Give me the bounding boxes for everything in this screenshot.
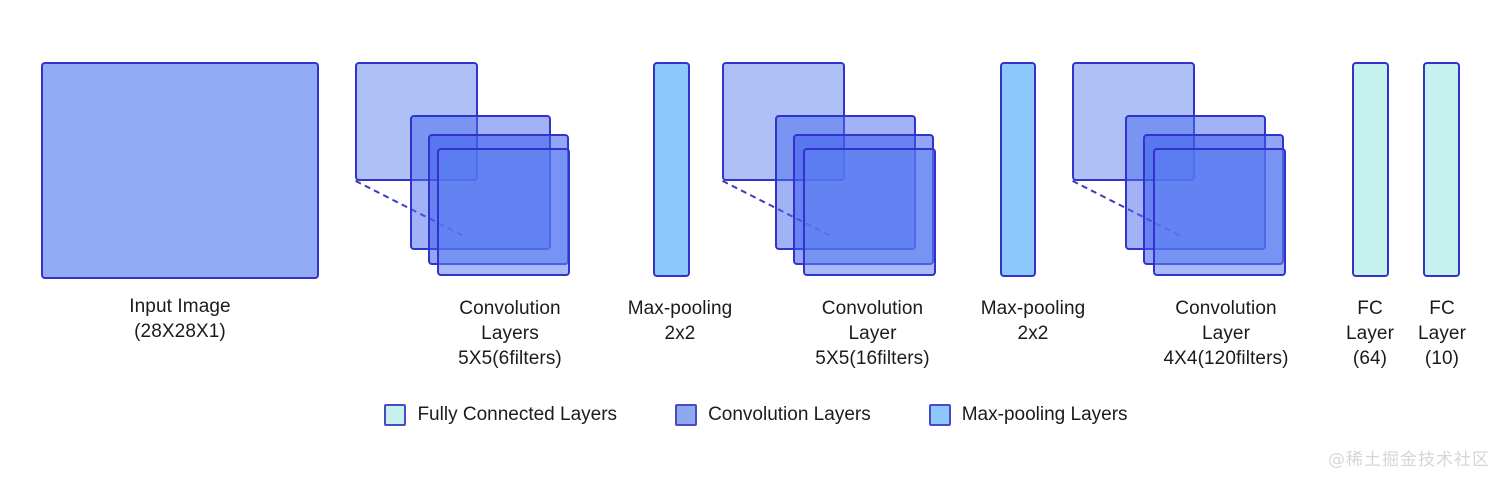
- maxpool-2-label: Max-pooling 2x2: [980, 298, 1086, 344]
- conv-2-feature-map-4: [803, 148, 936, 276]
- fc-layer-2-label: FC Layer (10): [1417, 298, 1467, 369]
- conv-1-feature-map-4: [437, 148, 570, 276]
- conv-swatch-icon: [675, 404, 698, 426]
- legend: Fully Connected Layers Convolution Layer…: [0, 404, 1512, 426]
- input-image-rect: [41, 62, 319, 279]
- conv-3-feature-map-4: [1153, 148, 1286, 276]
- legend-item-convolution: Convolution Layers: [675, 404, 871, 426]
- legend-label-max-pooling: Max-pooling Layers: [961, 404, 1128, 425]
- fc-layer-1-bar: [1352, 62, 1389, 277]
- legend-item-fully-connected: Fully Connected Layers: [384, 404, 617, 426]
- conv-2-label: Convolution Layer 5X5(16filters): [815, 298, 930, 369]
- maxpool-2-bar: [1000, 62, 1036, 277]
- maxpool-1-label: Max-pooling 2x2: [627, 298, 733, 344]
- legend-label-fully-connected: Fully Connected Layers: [417, 404, 618, 425]
- input-image-label: Input Image (28X28X1): [129, 296, 231, 342]
- fc-swatch-icon: [384, 404, 407, 426]
- conv-3-label: Convolution Layer 4X4(120filters): [1163, 298, 1289, 369]
- maxpool-1-bar: [653, 62, 690, 277]
- conv-1-label: Convolution Layers 5X5(6filters): [458, 298, 562, 369]
- watermark: @稀土掘金技术社区: [1328, 450, 1490, 470]
- legend-label-convolution: Convolution Layers: [708, 404, 871, 425]
- legend-item-max-pooling: Max-pooling Layers: [928, 404, 1128, 426]
- pool-swatch-icon: [928, 404, 951, 426]
- fc-layer-1-label: FC Layer (64): [1345, 298, 1395, 369]
- fc-layer-2-bar: [1423, 62, 1460, 277]
